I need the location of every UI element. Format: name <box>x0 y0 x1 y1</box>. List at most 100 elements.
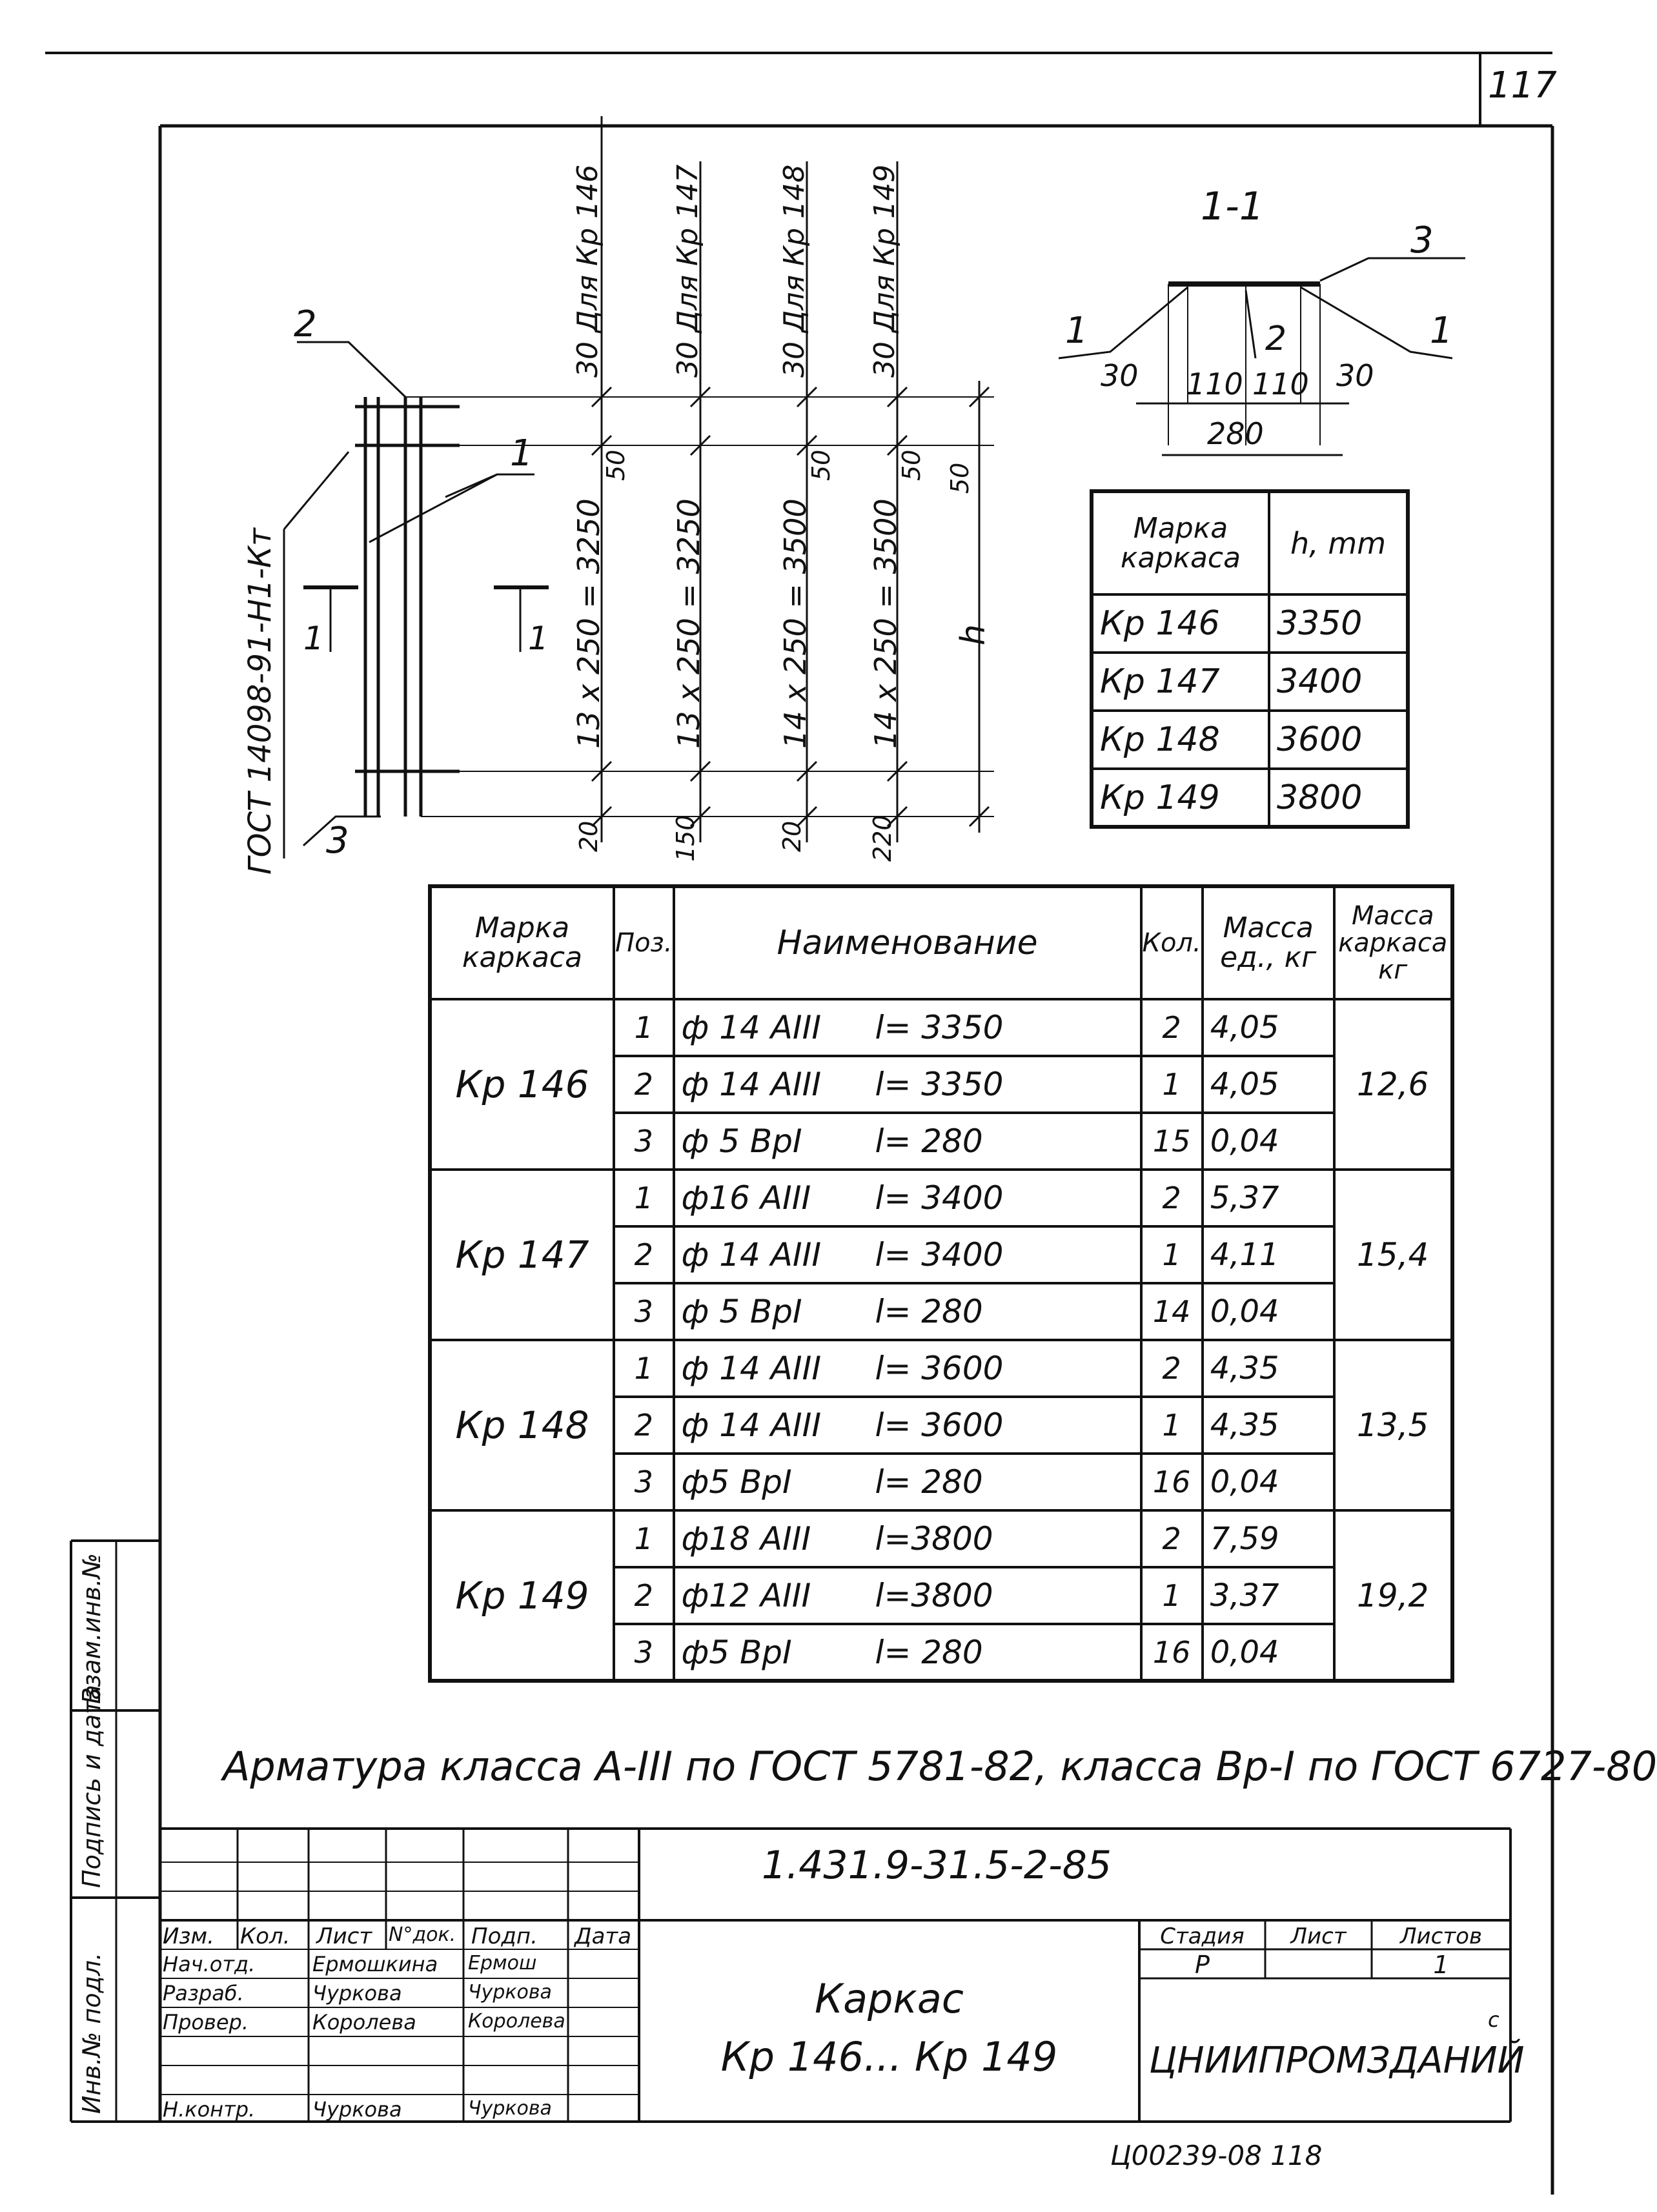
spec-unit-mass: 4,05 <box>1201 1055 1336 1114</box>
spec-pos: 2 <box>613 1225 675 1284</box>
spec-unit-mass: 4,11 <box>1201 1225 1336 1284</box>
col-bottom-dim: 20 <box>778 820 806 852</box>
spec-total-mass: 15,4 <box>1332 1168 1454 1341</box>
page-number: 117 <box>1488 65 1557 107</box>
spec-qty: 1 <box>1139 1566 1204 1625</box>
organization-mark: с <box>1488 2007 1499 2032</box>
spec-bar: ф12 АIII <box>681 1577 811 1614</box>
section-leader: 1 <box>1065 310 1088 352</box>
spec-unit-mass: 4,35 <box>1201 1339 1336 1398</box>
spec-length: l= 3350 <box>875 1066 1004 1103</box>
organization: ЦНИИПРОМЗДАНИЙ <box>1149 2040 1525 2082</box>
spec-unit-mass: 3,37 <box>1201 1566 1336 1625</box>
spec-length: l= 3350 <box>875 1009 1004 1046</box>
spec-qty: 16 <box>1139 1623 1204 1682</box>
sheets-value: 1 <box>1433 1951 1449 1979</box>
stamp-role: Провер. <box>163 2010 249 2034</box>
spec-pos: 1 <box>613 1339 675 1398</box>
h-table-value: 3600 <box>1268 709 1409 770</box>
drawing-lines <box>45 52 1554 2195</box>
spec-bar: ф 14 АIII <box>681 1406 822 1444</box>
stamp-role: Разраб. <box>163 1981 244 2005</box>
col-mid-dim: 14 х 250 = 3500 <box>778 498 813 749</box>
spec-bar: ф16 АIII <box>681 1179 811 1217</box>
spec-unit-mass: 4,05 <box>1201 998 1336 1057</box>
spec-length: l=3800 <box>875 1577 993 1614</box>
spec-pos: 1 <box>613 1509 675 1568</box>
stamp-header: Подп. <box>471 1923 538 1949</box>
stamp-name: Ермошкина <box>312 1952 438 1976</box>
spec-length: l= 3600 <box>875 1406 1004 1444</box>
section-dim: 30 <box>1101 358 1139 393</box>
stamp-signature: Королева <box>468 2010 565 2033</box>
stamp-name: Чуркова <box>312 2097 402 2122</box>
stamp-name: Королева <box>312 2010 416 2034</box>
stamp-header: Лист <box>316 1923 372 1949</box>
spec-qty: 2 <box>1139 1509 1204 1568</box>
section-leader: 1 <box>1430 310 1453 352</box>
col-top-dim: 30 Для Кр 149 <box>868 164 901 378</box>
col-mid-dim: 14 х 250 = 3500 <box>868 498 903 749</box>
h-table-mark: Кр 148 <box>1090 709 1270 770</box>
spec-name: ф 14 АIII l= 3600 <box>672 1339 1143 1398</box>
spec-bar: ф5 ВрI <box>681 1633 792 1671</box>
col-bottom-dim: 220 <box>868 815 897 862</box>
spec-qty: 15 <box>1139 1111 1204 1171</box>
stamp-title-line2: Кр 146... Кр 149 <box>720 2033 1058 2080</box>
spec-unit-mass: 7,59 <box>1201 1509 1336 1568</box>
spec-bar: ф 5 ВрI <box>681 1122 802 1160</box>
spec-mark: Кр 149 <box>429 1509 615 1682</box>
stamp-signature: Чуркова <box>468 1981 552 2004</box>
spec-header-unit-mass: Масса ед., кг <box>1201 885 1336 1000</box>
spec-unit-mass: 5,37 <box>1201 1168 1336 1228</box>
spec-qty: 14 <box>1139 1282 1204 1341</box>
doc-code: 1.431.9-31.5-2-85 <box>762 1843 1112 1888</box>
reinforcement-note: Арматура класса А-III по ГОСТ 5781-82, к… <box>223 1743 1657 1790</box>
col-top-dim: 30 Для Кр 148 <box>778 164 811 378</box>
h-table-header: Марка каркаса <box>1090 490 1270 596</box>
side-label-replace: Взам.инв.№ <box>77 1553 106 1704</box>
spec-mark: Кр 147 <box>429 1168 615 1341</box>
spec-header-pos: Поз. <box>613 885 675 1000</box>
spec-name: ф 14 АIII l= 3350 <box>672 998 1143 1057</box>
spec-header-mark: Марка каркаса <box>429 885 615 1000</box>
spec-pos: 2 <box>613 1566 675 1625</box>
col-bottom-dim: 150 <box>671 815 700 862</box>
section-dim: 110 <box>1252 367 1309 401</box>
spec-qty: 16 <box>1139 1452 1204 1512</box>
stamp-signature: Чуркова <box>468 2097 552 2120</box>
spec-length: l= 280 <box>875 1633 983 1671</box>
stage-label: Стадия <box>1160 1923 1245 1949</box>
spec-pos: 2 <box>613 1055 675 1114</box>
stamp-role: Н.контр. <box>163 2097 256 2122</box>
spec-length: l=3800 <box>875 1520 993 1558</box>
spec-length: l= 3600 <box>875 1350 1004 1387</box>
spec-bar: ф18 АIII <box>681 1520 811 1558</box>
col-top-dim: 30 Для Кр 147 <box>671 164 704 378</box>
spec-bar: ф 14 АIII <box>681 1350 822 1387</box>
h-table-mark: Кр 147 <box>1090 651 1270 712</box>
stamp-name: Чуркова <box>312 1981 402 2005</box>
col-mid-dim: 13 х 250 = 3250 <box>671 498 706 749</box>
spec-pos: 3 <box>613 1623 675 1682</box>
spec-header-name: Наименование <box>672 885 1143 1000</box>
h-table-value: 3400 <box>1268 651 1409 712</box>
gost-label: ГОСТ 14098-91-Н1-Кт <box>242 527 278 875</box>
col-offset-dim: 50 <box>897 449 926 481</box>
stage-value: Р <box>1195 1951 1210 1979</box>
spec-bar: ф 14 АIII <box>681 1009 822 1046</box>
spec-pos: 1 <box>613 998 675 1057</box>
elev-leader: 3 <box>326 820 349 862</box>
spec-length: l= 280 <box>875 1463 983 1501</box>
spec-length: l= 280 <box>875 1293 983 1330</box>
spec-mark: Кр 146 <box>429 998 615 1171</box>
spec-name: ф18 АIII l=3800 <box>672 1509 1143 1568</box>
